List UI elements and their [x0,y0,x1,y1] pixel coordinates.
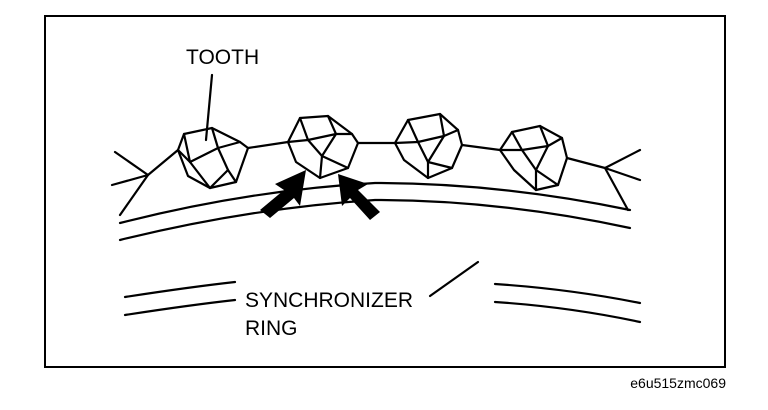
ring-rim-right-segment [565,156,607,170]
ring-rim-segment-1 [246,140,290,150]
ring-lower-arc-right-2 [493,300,642,324]
synchronizer-ring-label-line2: RING [245,317,298,340]
figure-frame [44,15,726,368]
ring-upper-arc-2 [118,198,632,242]
ring-lower-arc-left-1 [123,280,237,299]
ring-rim-segment-3 [460,143,502,152]
tooth-1 [176,126,250,190]
tooth-label: TOOTH [186,46,260,69]
left-spline-end [110,150,150,217]
tooth-2 [286,114,360,180]
ring-rim-left-segment [146,148,180,177]
tooth-leader-line [204,73,214,142]
tooth-3 [393,112,464,180]
synchronizer-ring-label-line1: SYNCHRONIZER [245,289,414,312]
figure-id: e6u515zmc069 [630,375,726,391]
arrow-right [338,174,380,220]
ring-upper-arc-1 [118,181,632,225]
right-spline-end [603,148,642,212]
arrow-left [260,170,306,218]
ring-lower-arc-left-2 [123,298,237,317]
synchronizer-leader-line [428,260,480,298]
tooth-4 [498,124,569,192]
ring-lower-arc-right-1 [493,282,642,305]
